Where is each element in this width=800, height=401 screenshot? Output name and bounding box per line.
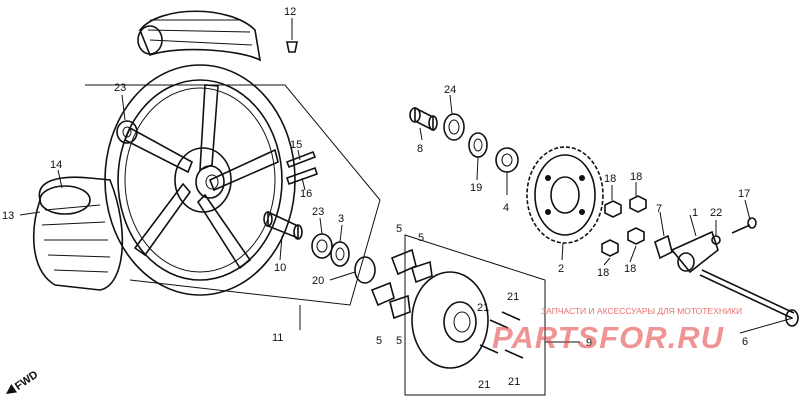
bolt-17 [731,217,757,234]
seal-3 [330,241,350,267]
label-18a: 18 [604,173,616,185]
tire-left [32,176,124,291]
label-8: 8 [417,143,423,155]
label-9: 9 [586,337,592,349]
label-16: 16 [300,188,312,200]
label-10: 10 [274,262,286,274]
label-15: 15 [290,139,302,151]
label-24: 24 [444,84,456,96]
label-21d: 21 [508,376,520,388]
clip-12 [286,41,298,53]
label-18b: 18 [630,171,642,183]
label-6: 6 [742,336,748,348]
collar-10 [263,210,303,240]
plates-15-16 [285,150,319,186]
collar-8 [409,106,438,132]
label-19: 19 [470,182,482,194]
label-13: 13 [2,210,14,222]
seal-19 [468,132,488,158]
watermark-tagline: ЗАПЧАСТИ И АКСЕССУАРЫ ДЛЯ МОТОТЕХНИКИ [541,306,742,316]
bearing-23-upper [116,120,138,144]
label-4: 4 [503,202,509,214]
bracket-11 [85,84,381,306]
label-5a: 5 [396,223,402,235]
label-1: 1 [692,207,698,219]
label-20: 20 [312,275,324,287]
label-2: 2 [558,263,564,275]
fwd-indicator: FWD [6,369,40,394]
bearing-23-lower [311,233,333,259]
nut-4 [495,147,519,173]
label-21a: 21 [477,302,489,314]
axle-6 [699,269,799,327]
label-14: 14 [50,159,62,171]
bearing-24 [443,113,465,141]
part-labels: 1 2 3 4 5 5 5 5 6 7 8 9 10 11 12 13 14 1… [2,6,750,391]
label-5d: 5 [396,335,402,347]
label-17: 17 [738,188,750,200]
leader-lines [19,18,794,343]
label-5c: 5 [376,335,382,347]
label-22: 22 [710,207,722,219]
wheel-rim [104,64,296,296]
pins-21 [479,311,524,359]
label-7: 7 [656,203,662,215]
label-23a: 23 [114,82,126,94]
adjuster-1 [670,230,719,274]
label-23b: 23 [312,206,324,218]
label-21c: 21 [478,379,490,391]
label-5b: 5 [418,232,424,244]
label-21b: 21 [507,291,519,303]
label-18c: 18 [597,267,609,279]
collar-7 [654,234,673,260]
watermark: ЗАПЧАСТИ И АКСЕССУАРЫ ДЛЯ МОТОТЕХНИКИ PA… [492,306,742,355]
sprocket-2 [526,146,604,244]
tire-upper [137,10,262,62]
nuts-18 [601,195,647,257]
fwd-label: FWD [13,369,40,393]
label-11: 11 [272,332,283,344]
flange-9 [404,234,546,396]
label-3: 3 [338,213,344,225]
ring-20 [354,256,376,284]
watermark-site: PARTSFOR.RU [492,320,725,355]
label-18d: 18 [624,263,636,275]
label-12: 12 [284,6,296,18]
dampers-5 [370,248,433,320]
